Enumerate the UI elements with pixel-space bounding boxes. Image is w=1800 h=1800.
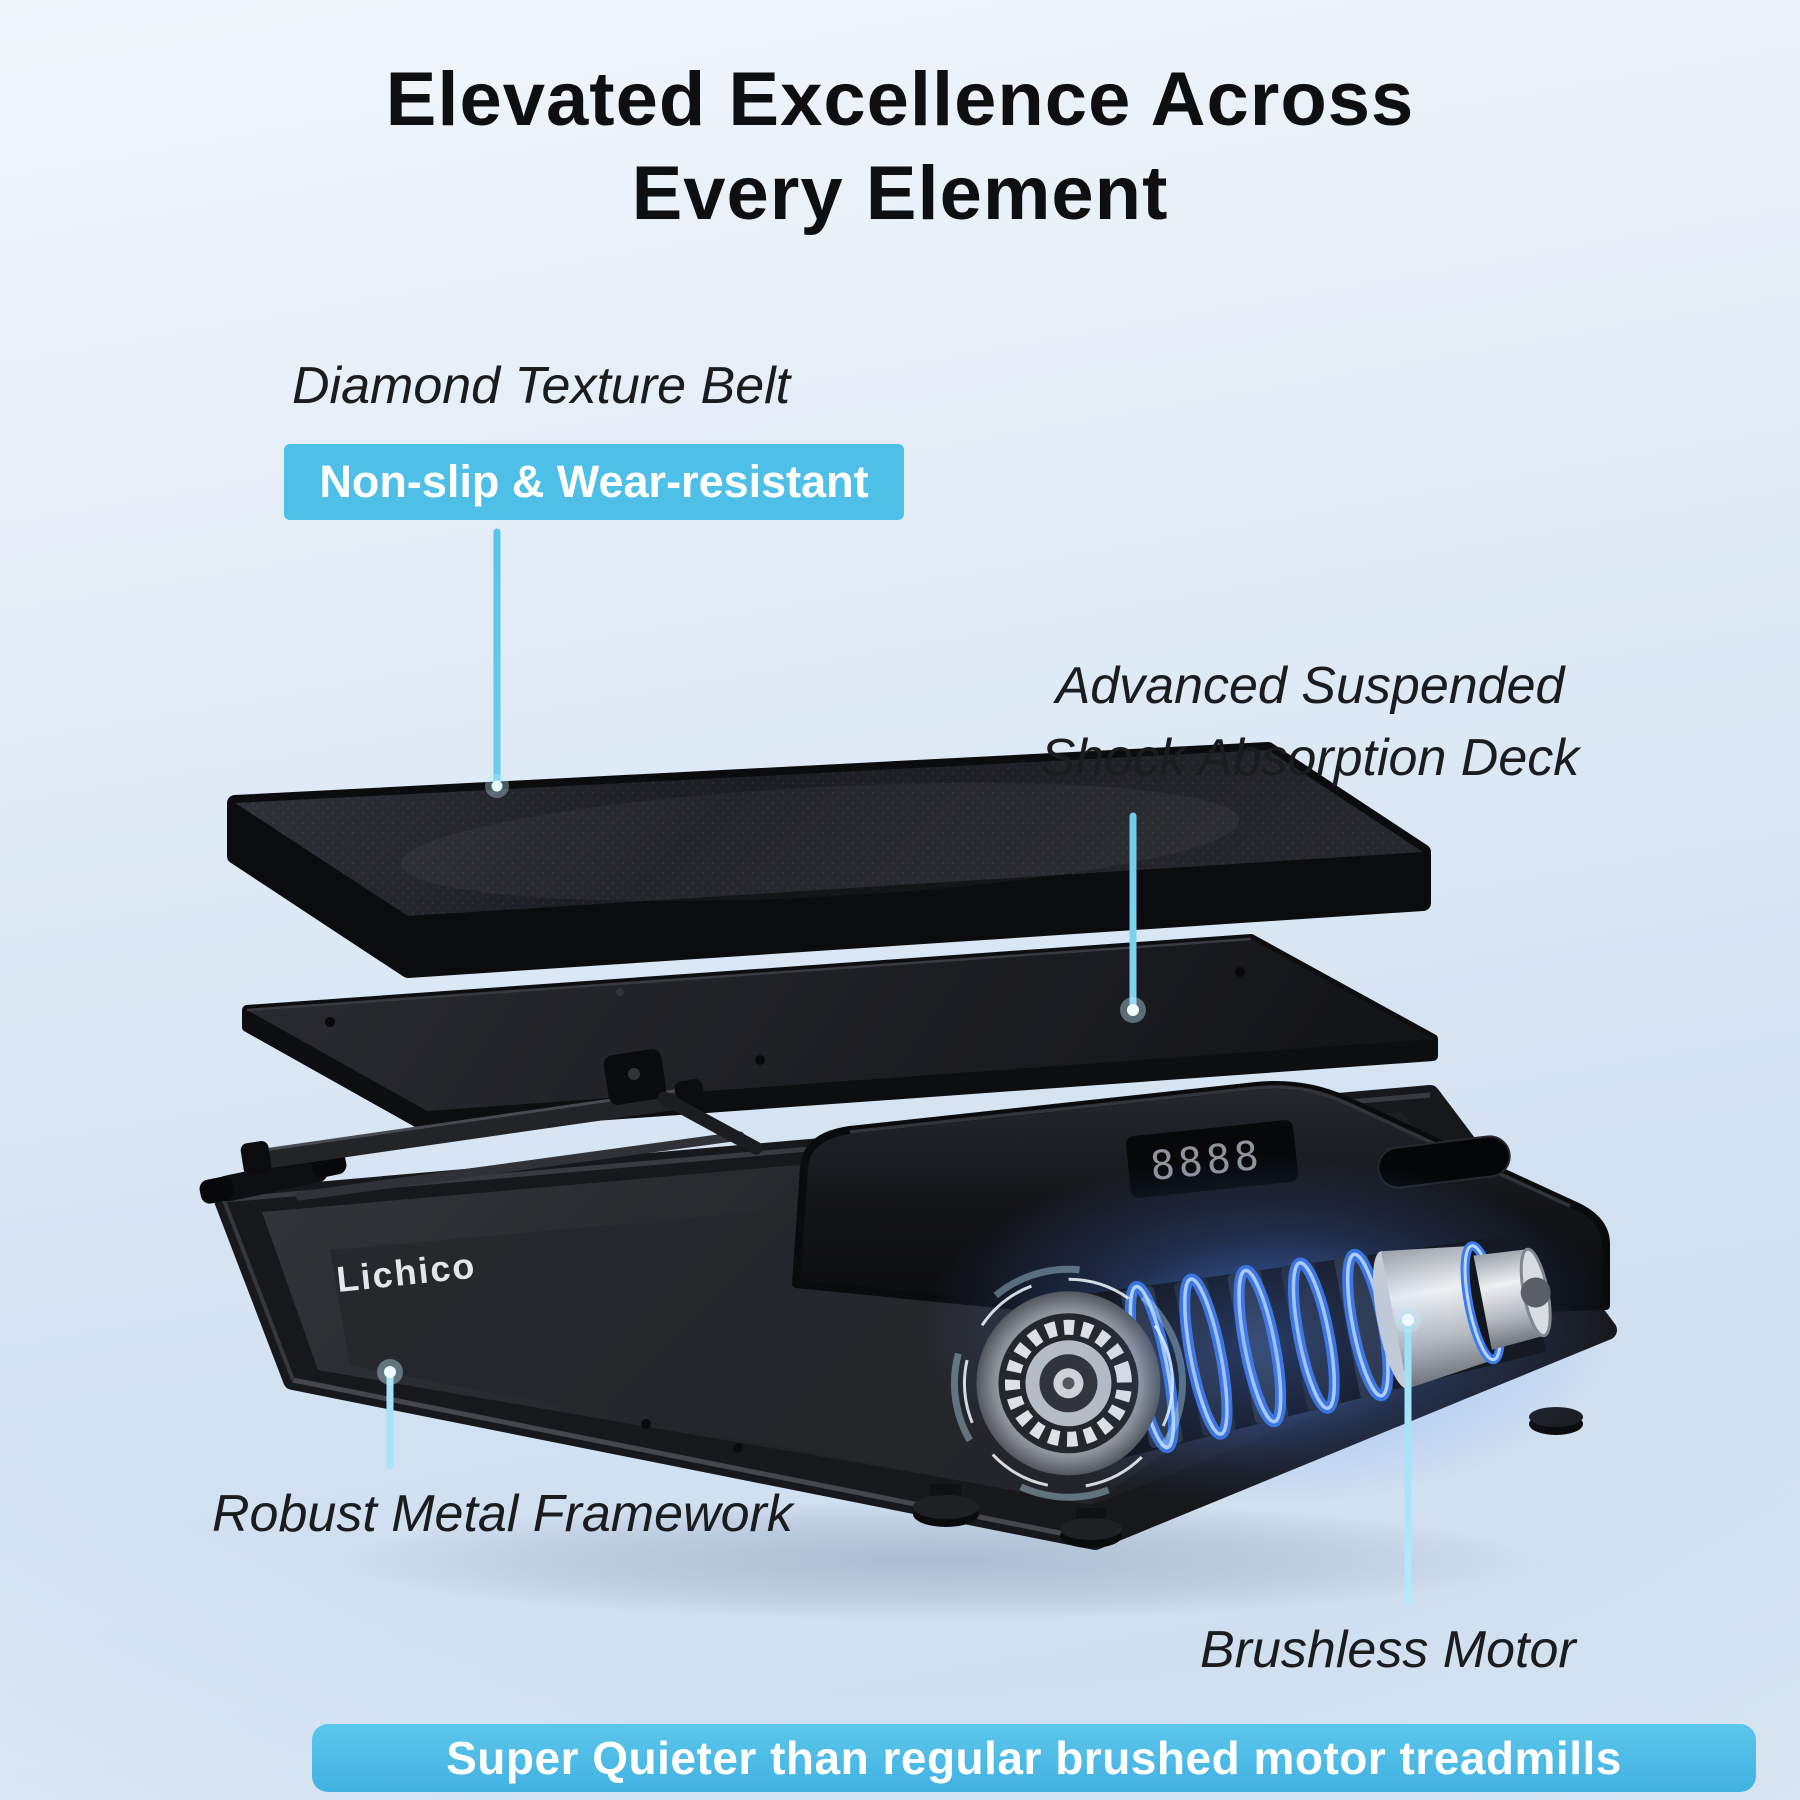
ground-shadow xyxy=(330,1500,1530,1620)
bottom-banner: Super Quieter than regular brushed motor… xyxy=(312,1724,1756,1792)
belt-feature-badge: Non-slip & Wear-resistant xyxy=(284,444,904,520)
motor-assembly xyxy=(920,1155,1620,1505)
page-title-line1: Elevated Excellence Across xyxy=(385,57,1415,142)
motor-callout-label: Brushless Motor xyxy=(1200,1621,1576,1679)
frame-callout-label: Robust Metal Framework xyxy=(212,1485,793,1543)
deck-callout-label-line2: Shock Absorption Deck xyxy=(1040,729,1580,787)
belt-slab xyxy=(227,742,1431,978)
callout-lines xyxy=(377,528,1421,1606)
page-title-line2: Every Element xyxy=(631,151,1169,236)
crossbar-assembly xyxy=(240,1049,763,1175)
belt-callout-label: Diamond Texture Belt xyxy=(292,357,791,415)
adjustable-feet xyxy=(913,1407,1583,1548)
deck-callout-label-line1: Advanced Suspended xyxy=(1055,657,1565,715)
deck-callout-label: Advanced Suspended Shock Absorption Deck xyxy=(1020,650,1600,794)
